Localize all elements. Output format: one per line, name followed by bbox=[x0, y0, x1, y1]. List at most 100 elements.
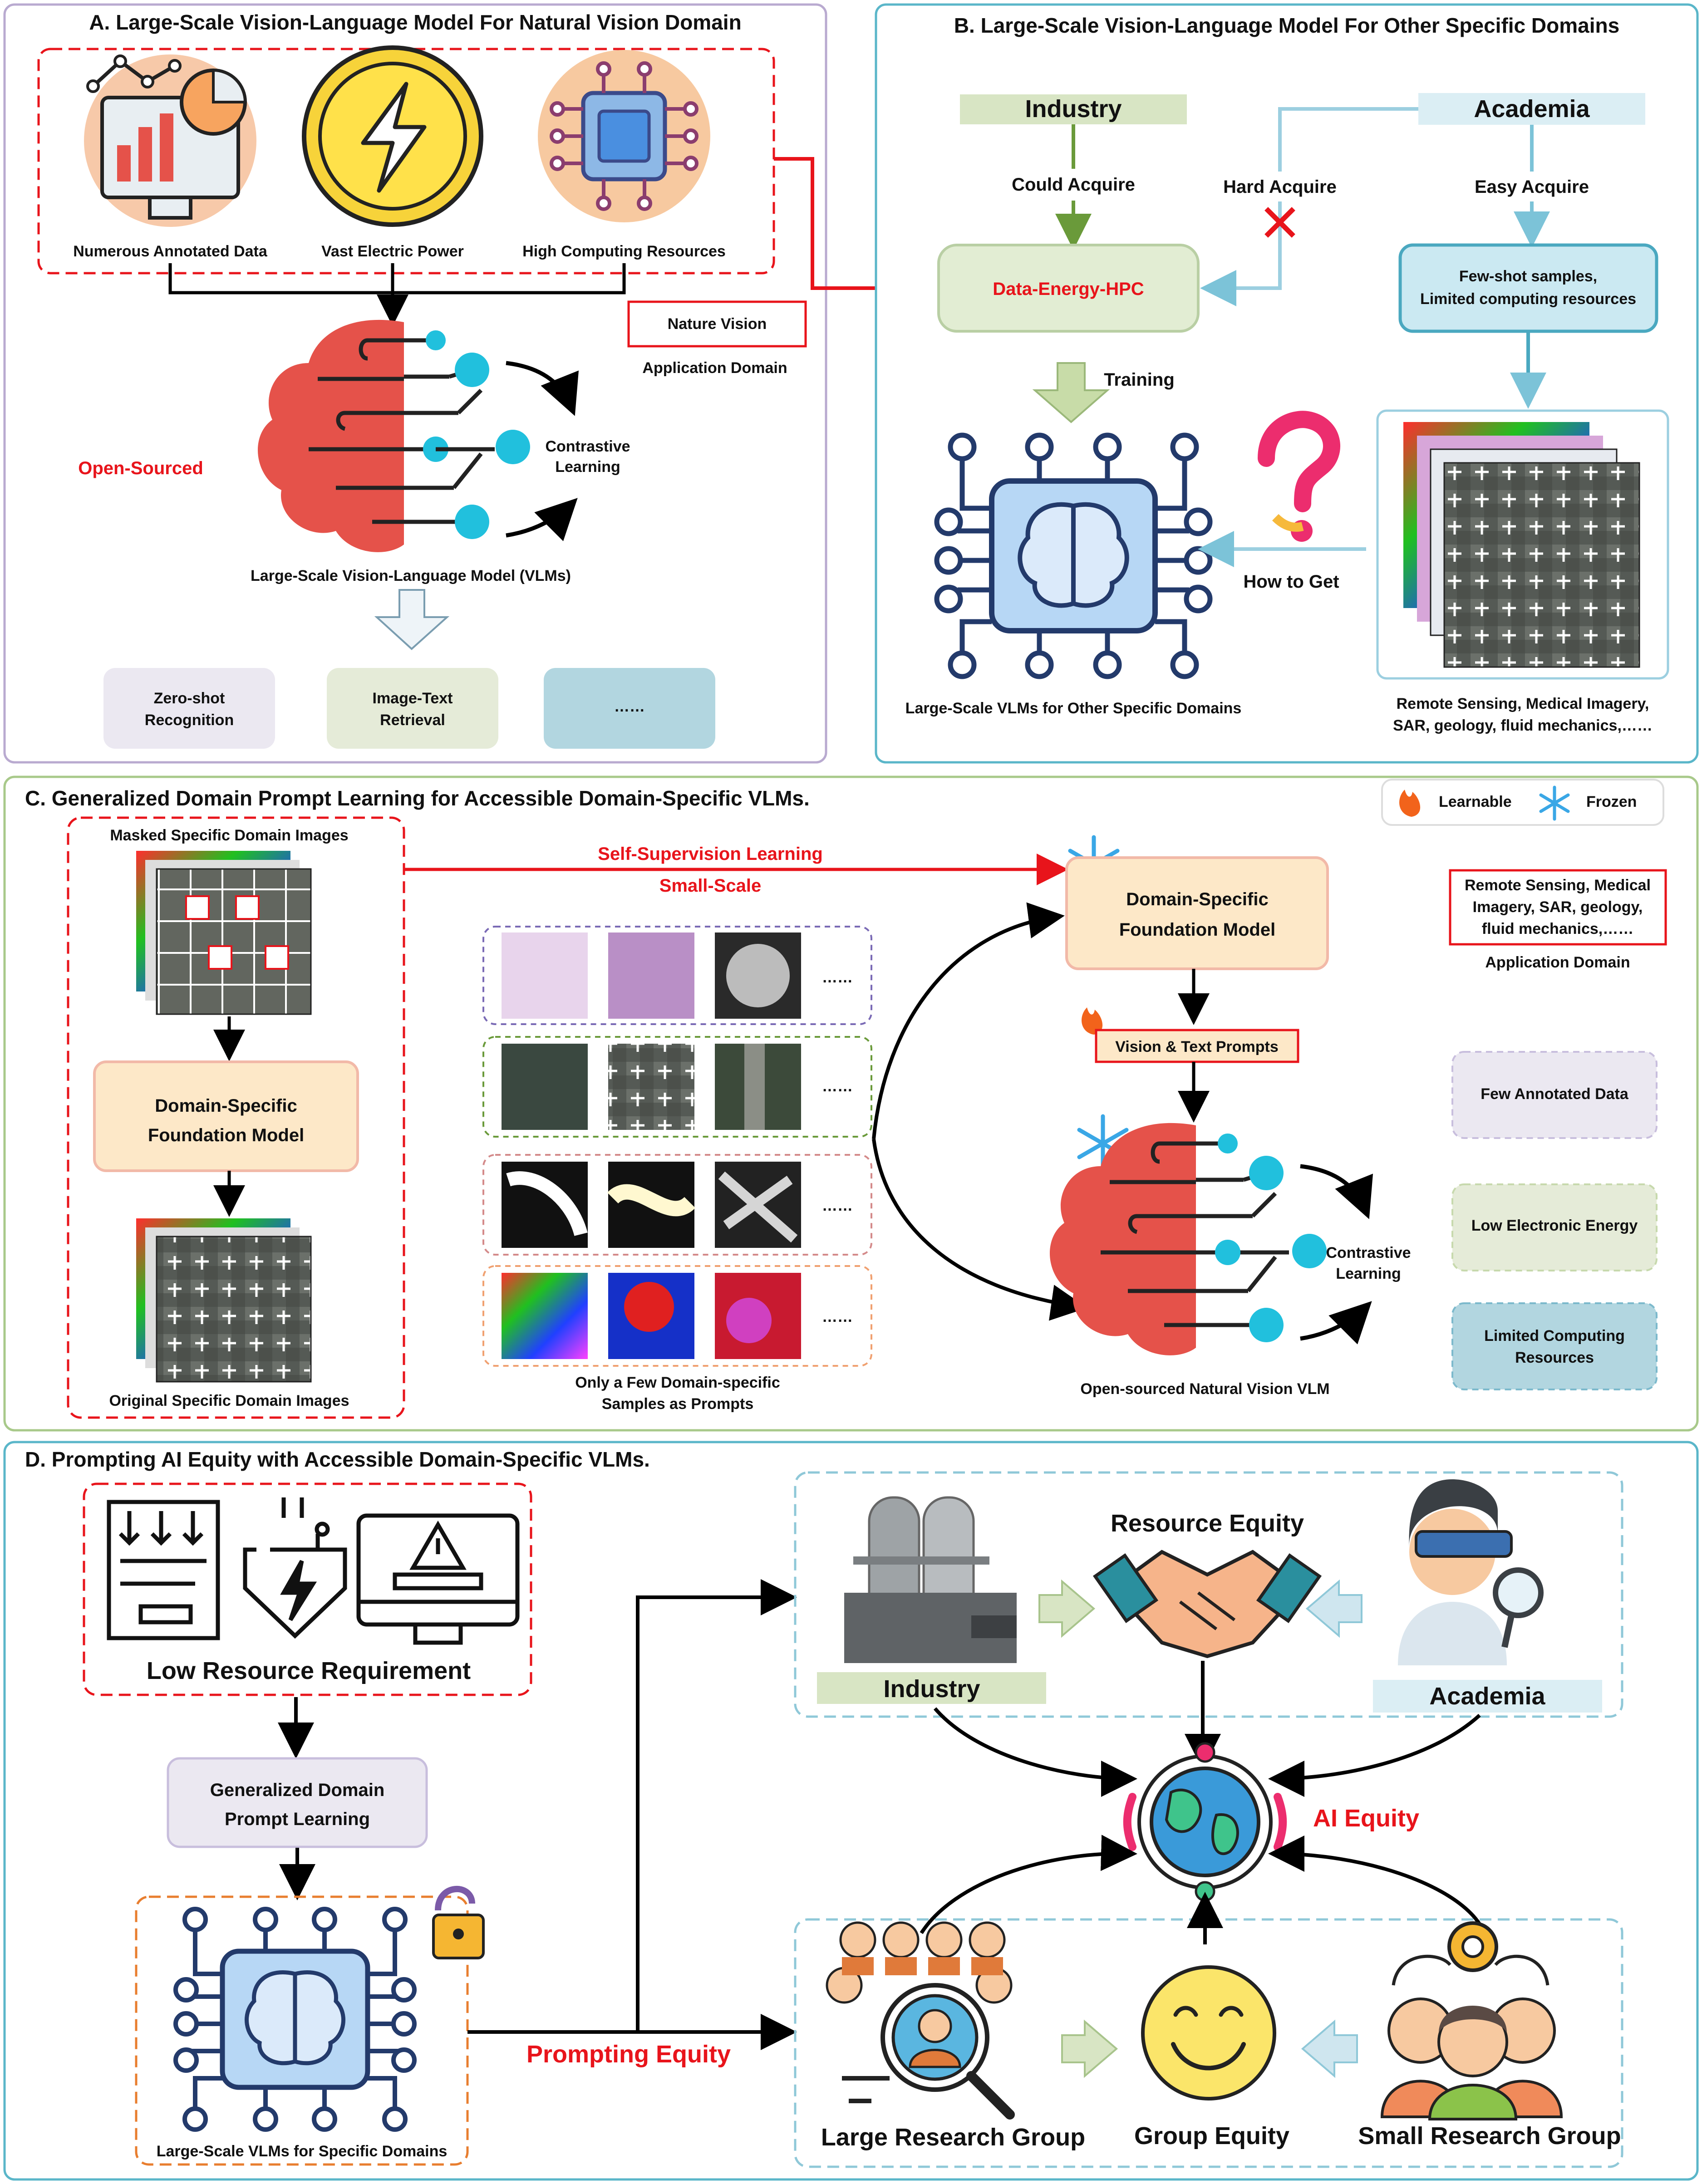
open-vlm-label: Open-sourced Natural Vision VLM bbox=[1080, 1380, 1329, 1398]
resource-equity-box bbox=[794, 1471, 1623, 1718]
few-annotated-box bbox=[1451, 1051, 1658, 1139]
c-contrastive-2: Learning bbox=[1336, 1265, 1401, 1282]
snowflake-icon bbox=[1539, 785, 1570, 821]
annotated-data-icon bbox=[84, 54, 256, 227]
small-scale-label: Small-Scale bbox=[659, 876, 762, 896]
cross-icon bbox=[1264, 207, 1295, 238]
remote-sensing-image-stack bbox=[1403, 422, 1640, 668]
ai-equity-label: AI Equity bbox=[1313, 1805, 1419, 1832]
application-domain-c: Application Domain bbox=[1485, 954, 1630, 971]
ai-equity-globe-icon bbox=[1123, 1742, 1287, 1902]
hard-acquire-label: Hard Acquire bbox=[1223, 177, 1337, 197]
few-shot-line2: Limited computing resources bbox=[1420, 290, 1636, 308]
flame-icon-prompts bbox=[1082, 1007, 1103, 1035]
app-domain-line3: fluid mechanics,…… bbox=[1482, 920, 1633, 937]
training-arrow bbox=[1032, 362, 1110, 423]
legend-box bbox=[1381, 779, 1664, 826]
domain-vlm-chip-icon bbox=[934, 432, 1213, 679]
prompts-label: Vision & Text Prompts bbox=[1115, 1038, 1279, 1055]
task-zero-shot-line1: Zero-shot bbox=[154, 690, 225, 707]
task-zero-shot-line2: Recognition bbox=[145, 712, 234, 729]
app-domain-box bbox=[1449, 869, 1667, 946]
numerous-data-label: Numerous Annotated Data bbox=[73, 243, 268, 260]
small-research-group-icon bbox=[1380, 1921, 1563, 2120]
low-energy-box bbox=[1451, 1183, 1658, 1271]
ellipsis-row4: …… bbox=[822, 1308, 853, 1325]
application-domain-label: Application Domain bbox=[642, 359, 787, 377]
could-acquire-label: Could Acquire bbox=[1012, 175, 1135, 195]
dsfm-left-box bbox=[93, 1060, 359, 1172]
electric-power-icon bbox=[302, 45, 483, 227]
computing-label: High Computing Resources bbox=[522, 243, 726, 260]
b-vlm-caption: Large-Scale VLMs for Other Specific Doma… bbox=[905, 700, 1242, 717]
ellipsis-row2: …… bbox=[822, 1078, 853, 1095]
few-shot-line1: Few-shot samples, bbox=[1459, 268, 1597, 285]
handshake-icon bbox=[1092, 1550, 1322, 1659]
few-samples-line1: Only a Few Domain-specific bbox=[575, 1374, 780, 1391]
sample-rows: …… …… …… …… bbox=[482, 926, 872, 1367]
academic-researcher-icon bbox=[1398, 1479, 1544, 1665]
academia-box bbox=[1418, 93, 1645, 125]
prompting-equity-label: Prompting Equity bbox=[526, 2041, 731, 2068]
smiley-face-icon bbox=[1141, 1965, 1276, 2101]
gdpl-line1: Generalized Domain bbox=[210, 1780, 385, 1800]
few-samples-line2: Samples as Prompts bbox=[602, 1395, 753, 1413]
dsfm-right-line2: Foundation Model bbox=[1119, 920, 1275, 940]
learnable-label: Learnable bbox=[1439, 793, 1512, 810]
limited-computing-box bbox=[1451, 1302, 1658, 1390]
vlm-brain-icon bbox=[257, 319, 579, 552]
computing-chip-icon bbox=[538, 50, 710, 222]
left-dashed-box bbox=[67, 816, 405, 1419]
masked-title: Masked Specific Domain Images bbox=[110, 827, 348, 844]
panel-a: A. Large-Scale Vision-Language Model For… bbox=[3, 3, 827, 764]
contrastive-label-1: Contrastive bbox=[545, 438, 630, 455]
d-vlm-chip-icon bbox=[173, 1907, 417, 2132]
low-power-icon bbox=[243, 1497, 347, 1639]
limited-computing-line1: Limited Computing bbox=[1484, 1327, 1625, 1345]
ssl-label: Self-Supervision Learning bbox=[598, 844, 823, 864]
industry-to-handshake-arrow bbox=[1038, 1579, 1096, 1638]
panel-a-title: A. Large-Scale Vision-Language Model For… bbox=[89, 10, 741, 34]
nature-vision-label: Nature Vision bbox=[668, 315, 767, 333]
factory-icon bbox=[844, 1496, 1017, 1663]
domains-line2: SAR, geology, fluid mechanics,…… bbox=[1393, 717, 1653, 734]
d-industry-box bbox=[817, 1672, 1046, 1704]
question-mark-icon bbox=[1258, 411, 1340, 542]
curve-down-arrow bbox=[872, 1139, 1087, 1321]
task-more-label: …… bbox=[614, 698, 645, 715]
gdpl-line2: Prompt Learning bbox=[225, 1809, 370, 1829]
task-zero-shot bbox=[103, 668, 275, 749]
how-to-get-label: How to Get bbox=[1243, 572, 1339, 592]
original-title: Original Specific Domain Images bbox=[109, 1392, 349, 1409]
electric-power-label: Vast Electric Power bbox=[321, 243, 464, 260]
deh-label: Data-Energy-HPC bbox=[993, 279, 1144, 299]
easy-acquire-label: Easy Acquire bbox=[1475, 177, 1589, 197]
original-image-stack bbox=[136, 1218, 312, 1383]
task-retrieval-line1: Image-Text bbox=[373, 690, 453, 707]
small-group-label: Small Research Group bbox=[1358, 2122, 1621, 2150]
domains-line1: Remote Sensing, Medical Imagery, bbox=[1397, 695, 1649, 712]
few-annotated-label: Few Annotated Data bbox=[1481, 1085, 1629, 1103]
panel-c: C. Generalized Domain Prompt Learning fo… bbox=[3, 775, 1699, 1432]
large-group-label: Large Research Group bbox=[821, 2124, 1085, 2151]
panel-c-title: C. Generalized Domain Prompt Learning fo… bbox=[25, 786, 810, 810]
warning-monitor-icon bbox=[356, 1513, 520, 1645]
panel-b-title: B. Large-Scale Vision-Language Model For… bbox=[954, 14, 1619, 37]
academia-label: Academia bbox=[1474, 95, 1590, 123]
academia-to-handshake-arrow bbox=[1305, 1579, 1363, 1638]
panel-d: D. Prompting AI Equity with Accessible D… bbox=[3, 1441, 1699, 2181]
low-energy-label: Low Electronic Energy bbox=[1471, 1217, 1638, 1234]
dsfm-right-line1: Domain-Specific bbox=[1126, 889, 1268, 909]
large-to-smiley-arrow bbox=[1061, 2019, 1118, 2078]
task-retrieval bbox=[327, 668, 498, 749]
limited-computing-line2: Resources bbox=[1515, 1349, 1594, 1366]
panel-d-title: D. Prompting AI Equity with Accessible D… bbox=[25, 1448, 650, 1471]
d-academia-box bbox=[1373, 1680, 1602, 1713]
training-label: Training bbox=[1104, 370, 1175, 390]
low-resource-box bbox=[83, 1482, 532, 1696]
task-retrieval-line2: Retrieval bbox=[380, 712, 445, 729]
contrastive-label-2: Learning bbox=[555, 458, 620, 476]
group-equity-label: Group Equity bbox=[1134, 2122, 1289, 2150]
app-domain-line1: Remote Sensing, Medical bbox=[1465, 877, 1651, 894]
